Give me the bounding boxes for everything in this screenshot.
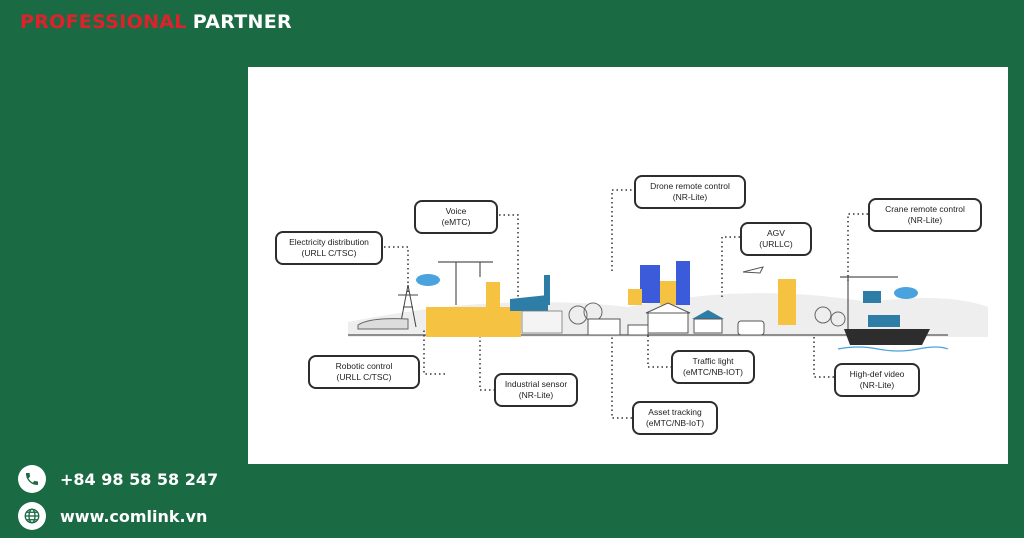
ship [844, 329, 930, 345]
callout-high-def-video: High-def video(NR-Lite) [834, 363, 920, 397]
contact-website[interactable]: www.comlink.vn [18, 502, 207, 530]
train [357, 318, 409, 330]
phone-number: +84 98 58 58 247 [60, 469, 219, 489]
callout-robotic-control: Robotic control(URLL C/TSC) [308, 355, 420, 389]
connector-lines [384, 189, 868, 419]
factory-blue [510, 295, 548, 311]
callout-voice: Voice(eMTC) [414, 200, 498, 234]
phone-icon [18, 465, 46, 493]
bus [737, 320, 765, 336]
tower-blue-1 [640, 265, 660, 303]
callout-industrial-sensor: Industrial sensor(NR-Lite) [494, 373, 578, 407]
cloud-right [894, 287, 918, 299]
car [627, 324, 649, 336]
callout-crane-remote-control: Crane remote control(NR-Lite) [868, 198, 982, 232]
callout-drone-remote-control: Drone remote control(NR-Lite) [634, 175, 746, 209]
tower-blue-2 [676, 261, 690, 305]
crane-right [840, 276, 898, 329]
truck [587, 318, 621, 336]
brand-professional: PROFESSIONAL [20, 11, 187, 33]
factory-chimney [486, 282, 500, 307]
factory-yellow [426, 307, 521, 337]
callout-asset-tracking: Asset tracking(eMTC/NB-IoT) [632, 401, 718, 435]
callout-traffic-light: Traffic light(eMTC/NB-IOT) [671, 350, 755, 384]
crane-left [438, 261, 493, 305]
brand-partner: PARTNER [192, 11, 292, 33]
city-illustration [348, 189, 988, 419]
contact-phone[interactable]: +84 98 58 58 247 [18, 465, 218, 493]
callout-agv: AGV(URLLC) [740, 222, 812, 256]
power-tower [398, 284, 418, 328]
diagram-panel: Electricity distribution(URLL C/TSC) Voi… [248, 67, 1008, 464]
callout-electricity-distribution: Electricity distribution(URLL C/TSC) [275, 231, 383, 265]
tower-antenna [778, 279, 796, 325]
website-url: www.comlink.vn [60, 506, 208, 526]
cloud-left [416, 274, 440, 286]
globe-icon [18, 502, 46, 530]
plane [742, 266, 764, 274]
tower-yellow [660, 281, 676, 305]
